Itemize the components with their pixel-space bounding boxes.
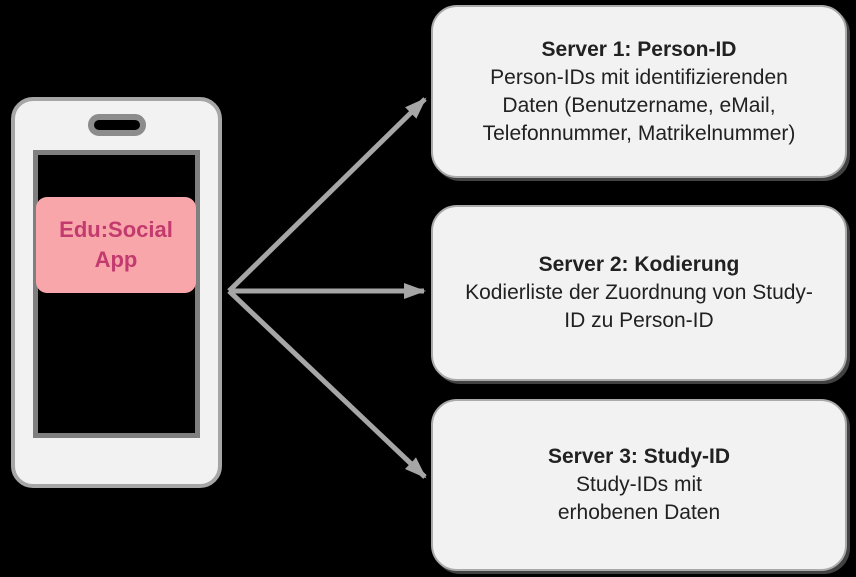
server-1-box: Server 1: Person-ID Person-IDs mit ident…	[431, 5, 847, 178]
server-2-description: Kodierliste der Zuordnung von Study- ID …	[465, 281, 813, 332]
arrow-to-server-1-icon	[227, 97, 427, 293]
edusocial-app-badge: Edu:Social App	[36, 197, 196, 293]
server-1-description: Person-IDs mit identifizierenden Daten (…	[482, 65, 796, 145]
server-3-description: Study-IDs mit erhobenen Daten	[557, 473, 721, 524]
server-2-box: Server 2: Kodierung Kodierliste der Zuor…	[431, 205, 847, 381]
server-2-title: Server 2: Kodierung	[538, 253, 740, 276]
app-badge-label: Edu:Social App	[59, 217, 173, 272]
phone-speaker-icon	[87, 114, 146, 136]
server-3-box: Server 3: Study-ID Study-IDs mit erhoben…	[431, 399, 847, 571]
phone-screen	[33, 150, 200, 438]
server-1-title: Server 1: Person-ID	[541, 37, 737, 61]
server-3-title: Server 3: Study-ID	[547, 445, 731, 468]
smartphone-illustration: Edu:Social App	[11, 97, 222, 488]
arrow-to-server-3-icon	[227, 289, 427, 479]
